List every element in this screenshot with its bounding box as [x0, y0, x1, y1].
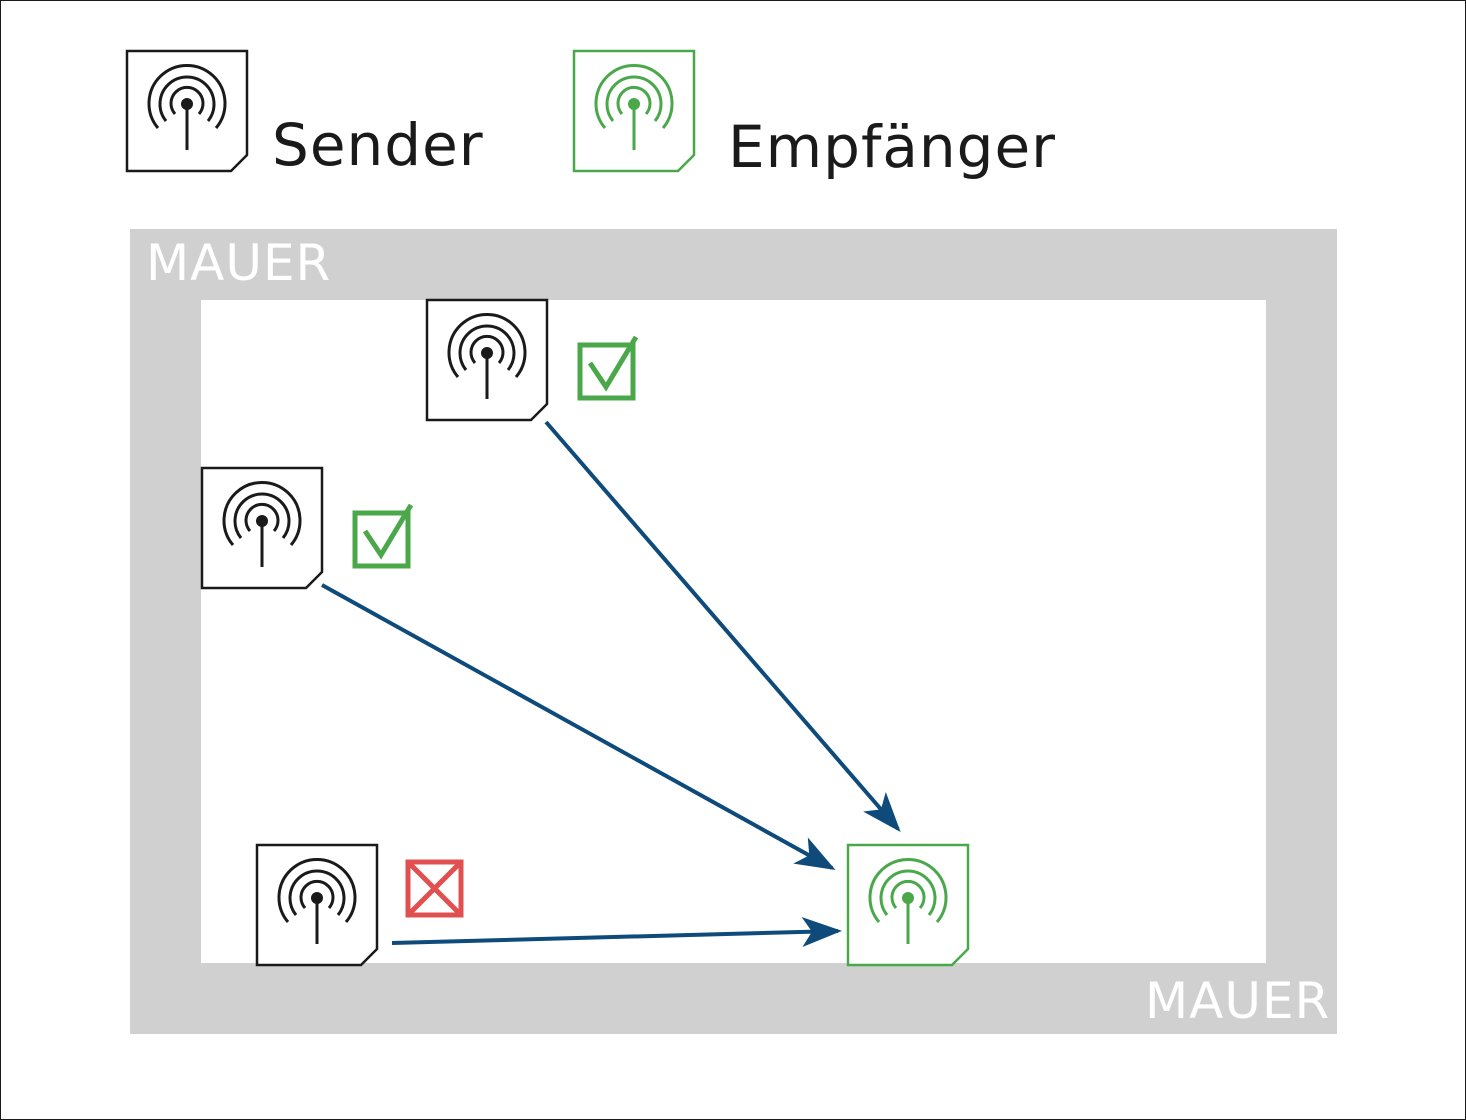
receiver-device — [846, 843, 970, 967]
checkbox-checked-icon — [352, 503, 414, 569]
antenna-icon — [147, 63, 227, 150]
sender-device-2 — [200, 466, 324, 590]
checkbox-checked-icon — [577, 335, 639, 401]
antenna-icon — [868, 857, 948, 944]
signal-arrow-1 — [544, 420, 901, 833]
antenna-icon — [277, 857, 357, 944]
sender-device-3 — [255, 843, 379, 967]
wall-label-bottom: MAUER — [1145, 972, 1331, 1030]
legend-sender-device — [125, 49, 249, 173]
antenna-icon — [594, 63, 674, 150]
legend-receiver-label: Empfänger — [728, 113, 1057, 181]
room-interior — [201, 300, 1266, 963]
signal-arrow-2 — [321, 583, 836, 870]
wall-label-top: MAUER — [146, 234, 332, 292]
legend-receiver-device — [572, 49, 696, 173]
checkbox-crossed-icon — [405, 859, 464, 918]
sender-device-1 — [425, 298, 549, 422]
antenna-icon — [447, 312, 527, 399]
legend-sender-label: Sender — [272, 111, 484, 179]
antenna-icon — [222, 480, 302, 567]
signal-arrow-3 — [391, 916, 842, 947]
